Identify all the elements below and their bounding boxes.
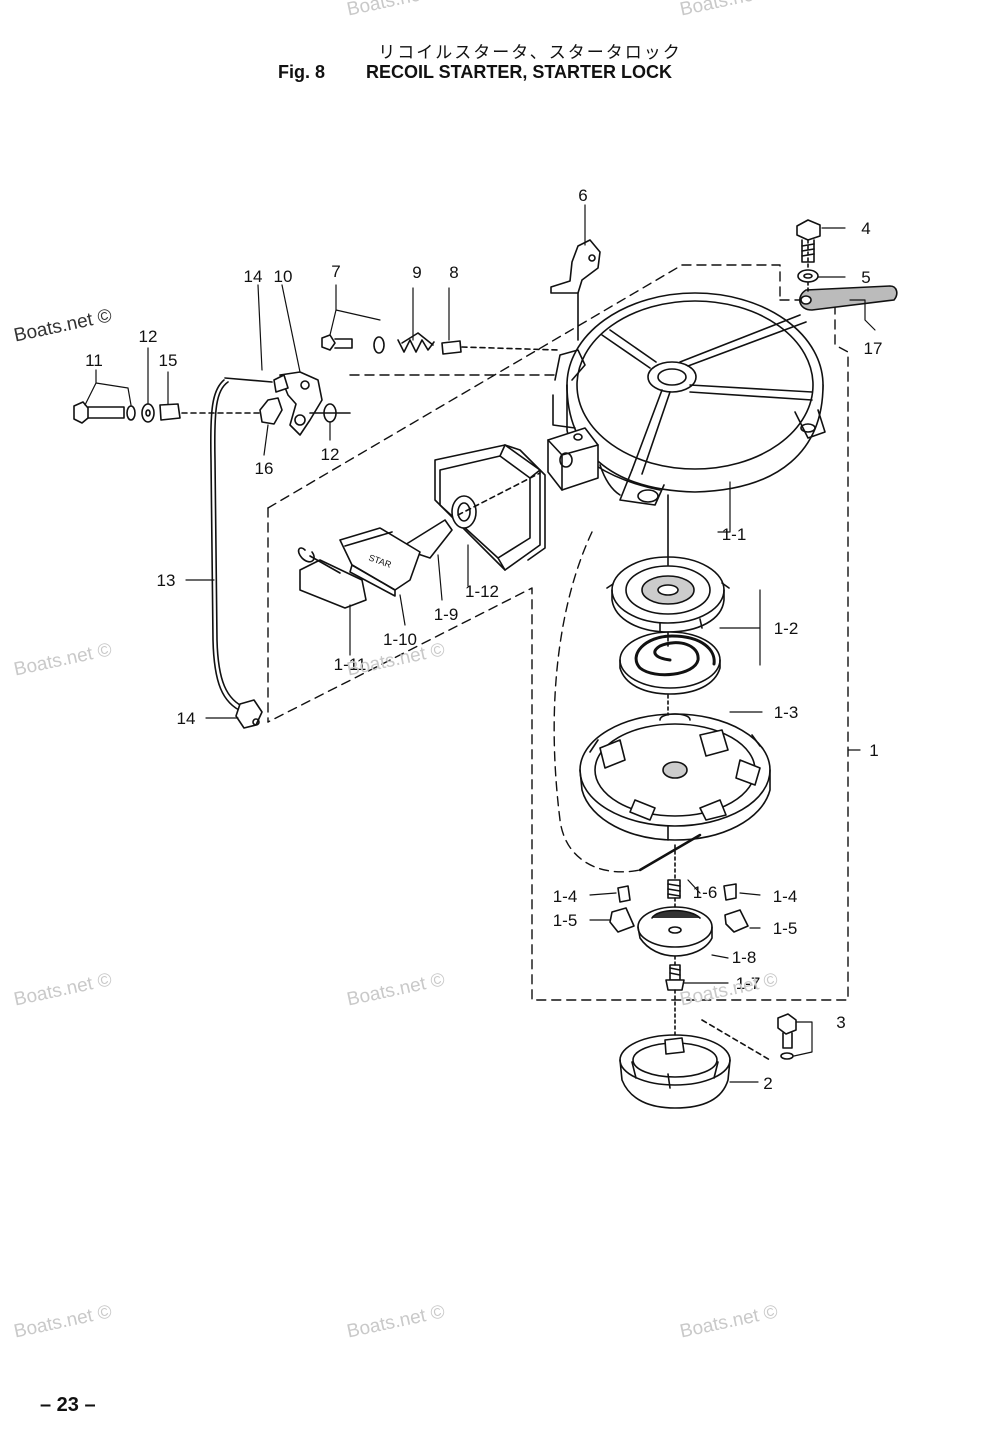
callout-12-right: 12 [321, 445, 340, 464]
callout-9: 9 [412, 263, 421, 282]
callout-1-6: 1-6 [693, 883, 718, 902]
callout-11: 11 [85, 351, 103, 370]
callout-6: 6 [578, 186, 587, 205]
recoil-spring [619, 631, 721, 695]
callout-7: 7 [331, 262, 340, 281]
callout-1-11: 1-11 [334, 655, 367, 674]
callout-1-5-left: 1-5 [553, 911, 578, 930]
callout-8: 8 [449, 263, 458, 282]
starter-handle-assembly [297, 444, 546, 609]
callout-4: 4 [861, 219, 870, 238]
callout-10: 10 [274, 267, 293, 286]
callout-leaders [84, 204, 876, 1083]
figure-title-japanese: リコイルスタータ、スタータロック [378, 43, 682, 63]
pawl-assembly [609, 844, 749, 991]
lock-cable [209, 379, 263, 729]
figure-label: Fig. 8 [278, 62, 326, 82]
bolt-spring-collar [321, 332, 559, 355]
lock-lever-assembly [73, 371, 351, 436]
callout-2: 2 [763, 1074, 772, 1093]
figure-title: Fig. 8 RECOIL STARTER, STARTER LOCK [278, 62, 672, 83]
callout-1-12: 1-12 [465, 582, 499, 601]
callout-1-3: 1-3 [774, 703, 799, 722]
callout-17: 17 [864, 339, 883, 358]
callout-5: 5 [861, 268, 870, 287]
callout-1-1: 1-1 [722, 525, 747, 544]
starter-pulley [619, 989, 797, 1109]
callout-1-7: 1-7 [736, 974, 761, 993]
callout-14-bottom: 14 [177, 709, 196, 728]
lock-cam [550, 239, 601, 341]
callout-1-9: 1-9 [434, 605, 459, 624]
callout-1-4-left: 1-4 [553, 887, 578, 906]
callout-1-8: 1-8 [732, 948, 757, 967]
callout-16: 16 [255, 459, 274, 478]
figure-title-english: RECOIL STARTER, STARTER LOCK [366, 62, 672, 82]
callout-1-5-right: 1-5 [773, 919, 798, 938]
starter-drum [579, 694, 771, 872]
callout-3: 3 [836, 1013, 845, 1032]
callout-1: 1 [869, 741, 878, 760]
callout-15: 15 [159, 351, 178, 370]
spring-case [606, 494, 730, 633]
starter-case [547, 292, 826, 506]
callout-14-top: 14 [244, 267, 263, 286]
bolt-and-bracket [796, 219, 898, 311]
callout-1-10: 1-10 [383, 630, 417, 649]
callout-12-left: 12 [139, 327, 158, 346]
page-number: – 23 – [40, 1394, 96, 1416]
callout-1-2: 1-2 [774, 619, 799, 638]
callout-13: 13 [157, 571, 176, 590]
callout-1-4-right: 1-4 [773, 887, 798, 906]
